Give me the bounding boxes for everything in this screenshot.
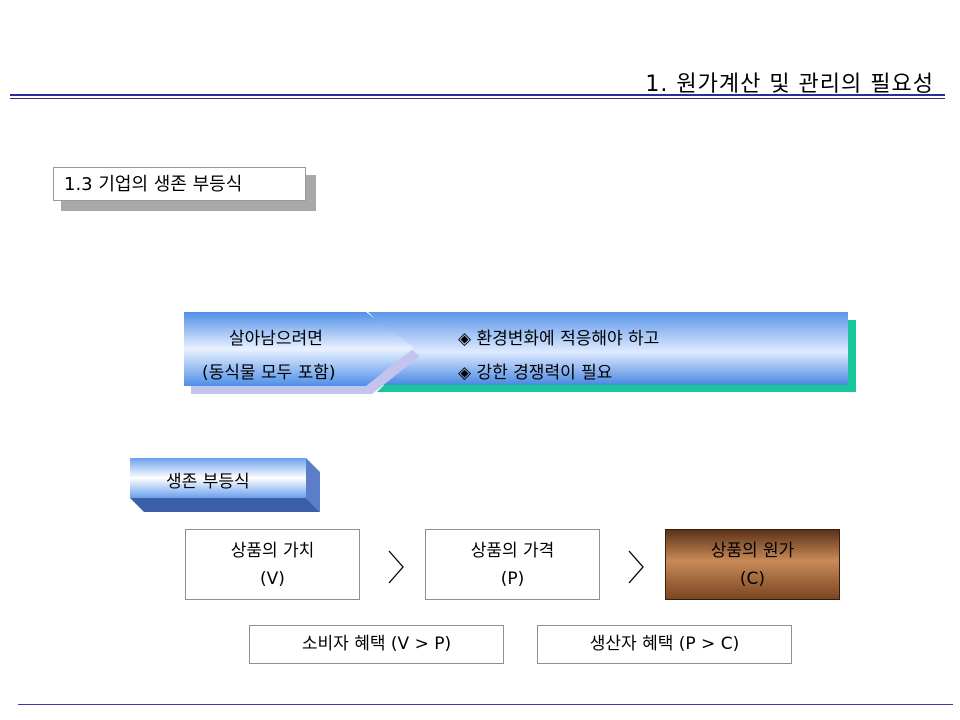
value-box-symbol: (V): [260, 569, 285, 589]
title-underline: [10, 94, 945, 99]
condition-left-line2: (동식물 모두 포함): [202, 363, 336, 383]
banner-left: [184, 312, 414, 386]
label-block-face: [130, 458, 306, 498]
price-box-symbol: (P): [500, 569, 525, 589]
condition-right-line2: ◈ 강한 경쟁력이 필요: [458, 363, 613, 383]
cost-box-title: 상품의 원가: [710, 541, 795, 561]
section-heading: 1.3 기업의 생존 부등식: [53, 167, 306, 201]
footer-rule: [18, 704, 953, 705]
producer-benefit-box: 생산자 혜택 (P > C): [537, 625, 792, 664]
chevron-icon: [628, 550, 644, 584]
label-block-bottom: [130, 498, 320, 512]
page-title: 1. 원가계산 및 관리의 필요성: [645, 72, 934, 97]
banner-right: [368, 312, 848, 385]
condition-right-line1: ◈ 환경변화에 적응해야 하고: [458, 329, 660, 349]
section-heading-box: 1.3 기업의 생존 부등식: [53, 167, 316, 211]
cost-box-symbol: (C): [739, 569, 766, 589]
inequality-label: 생존 부등식: [166, 472, 250, 492]
cost-box: 상품의 원가 (C): [665, 529, 840, 600]
value-box: 상품의 가치 (V): [185, 529, 360, 600]
price-box: 상품의 가격 (P): [425, 529, 600, 600]
chevron-icon: [388, 550, 404, 584]
label-block-side: [306, 458, 320, 512]
condition-left-line1: 살아남으려면: [229, 329, 323, 349]
price-box-title: 상품의 가격: [470, 541, 555, 561]
value-box-title: 상품의 가치: [230, 541, 315, 561]
consumer-benefit-box: 소비자 혜택 (V > P): [249, 625, 504, 664]
